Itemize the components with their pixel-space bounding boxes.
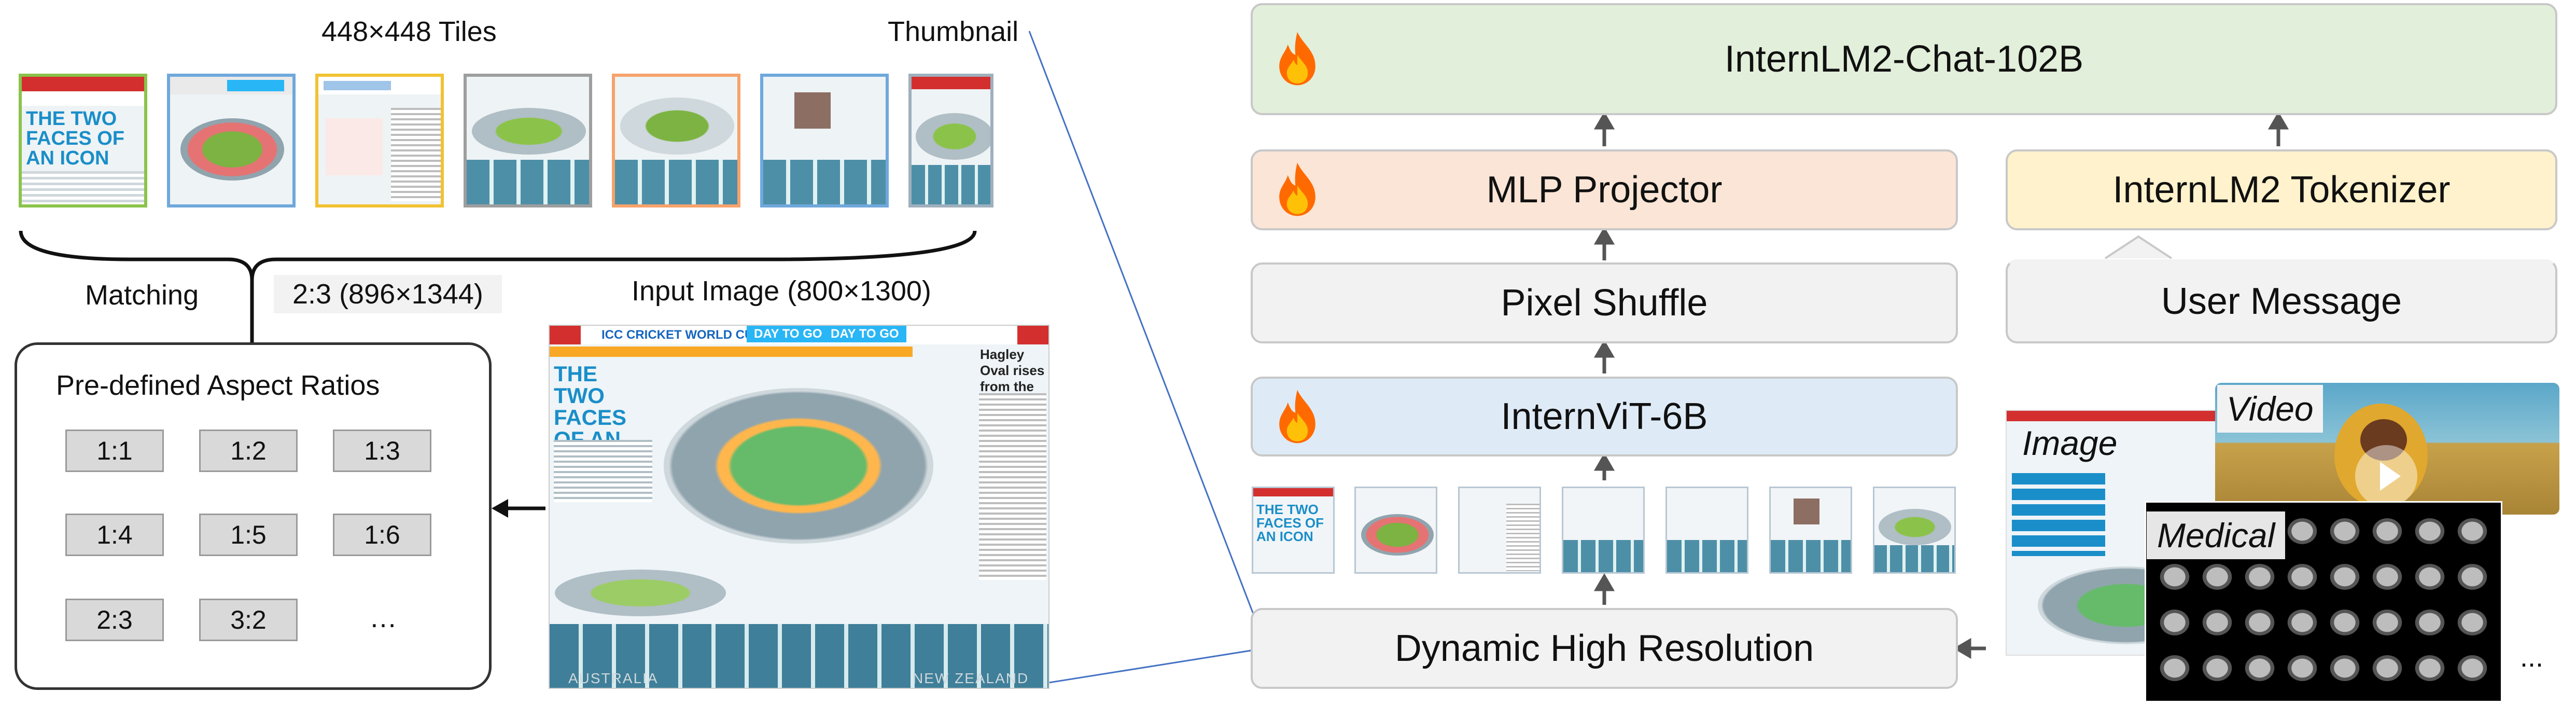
internvit-box: InternViT-6B (1251, 377, 1958, 456)
medical-modality-label: Medical (2147, 511, 2286, 559)
newspaper-day-to-go-2: DAY TO GO (823, 326, 906, 342)
patch-tile (1873, 487, 1956, 574)
ratio-3-2: 3:2 (199, 599, 298, 641)
modalities-more: ... (2520, 642, 2544, 673)
tokenizer-box: InternLM2 Tokenizer (2006, 149, 2557, 230)
patch-tile (1769, 487, 1852, 574)
patch-headline: THE TWO FACES OF AN ICON (1256, 502, 1324, 544)
flame-icon (1279, 32, 1315, 86)
mlp-projector-box: MLP Projector (1251, 149, 1958, 230)
selected-ratio-label: 2:3 (896×1344) (274, 275, 502, 313)
pixel-shuffle-box: Pixel Shuffle (1251, 262, 1958, 343)
tile-7 (908, 74, 993, 207)
flame-icon (1279, 162, 1315, 216)
user-message-box: User Message (2006, 259, 2557, 343)
ratio-1-5: 1:5 (199, 514, 298, 556)
aspect-ratios-title: Pre-defined Aspect Ratios (56, 370, 380, 401)
ratio-1-4: 1:4 (65, 514, 164, 556)
patch-tile (1354, 487, 1437, 574)
thumbnail-label: Thumbnail (888, 16, 1019, 47)
image-modality-label: Image (2022, 424, 2118, 462)
tile-1-headline: THE TWO FACES OF AN ICON (26, 108, 125, 169)
tile-4 (464, 74, 592, 207)
flame-icon (1279, 390, 1315, 444)
newspaper-day-to-go-1: DAY TO GO (747, 326, 830, 342)
tile-1: THE TWO FACES OF AN ICON (19, 74, 147, 207)
patch-tile (1458, 487, 1541, 574)
aspect-ratios-panel (15, 342, 492, 690)
medical-modality-card (2145, 501, 2502, 702)
tile-5 (612, 74, 740, 207)
tile-3 (315, 74, 444, 207)
patch-tile: THE TWO FACES OF AN ICON (1252, 487, 1335, 574)
ratio-1-2: 1:2 (199, 430, 298, 472)
patch-tile (1562, 487, 1645, 574)
newspaper-footer-left: AUSTRALIA (568, 670, 659, 686)
patch-tile (1665, 487, 1748, 574)
ratio-2-3: 2:3 (65, 599, 164, 641)
play-button-icon[interactable] (2355, 445, 2417, 507)
ratio-1-6: 1:6 (333, 514, 431, 556)
video-modality-label: Video (2217, 385, 2323, 433)
ratio-more: … (369, 602, 397, 633)
llm-box: InternLM2-Chat-102B (1251, 3, 2557, 115)
ratio-1-3: 1:3 (333, 430, 431, 472)
input-image: ICC CRICKET WORLD CUP 2015 DAY TO GO DAY… (549, 325, 1049, 689)
ratio-1-1: 1:1 (65, 430, 164, 472)
tile-6 (760, 74, 889, 207)
tile-2 (167, 74, 296, 207)
dynamic-high-resolution-box: Dynamic High Resolution (1251, 608, 1958, 689)
input-image-label: Input Image (800×1300) (632, 275, 931, 307)
newspaper-footer-right: NEW ZEALAND (913, 670, 1029, 686)
matching-label: Matching (85, 280, 199, 311)
tiles-title: 448×448 Tiles (321, 16, 497, 47)
